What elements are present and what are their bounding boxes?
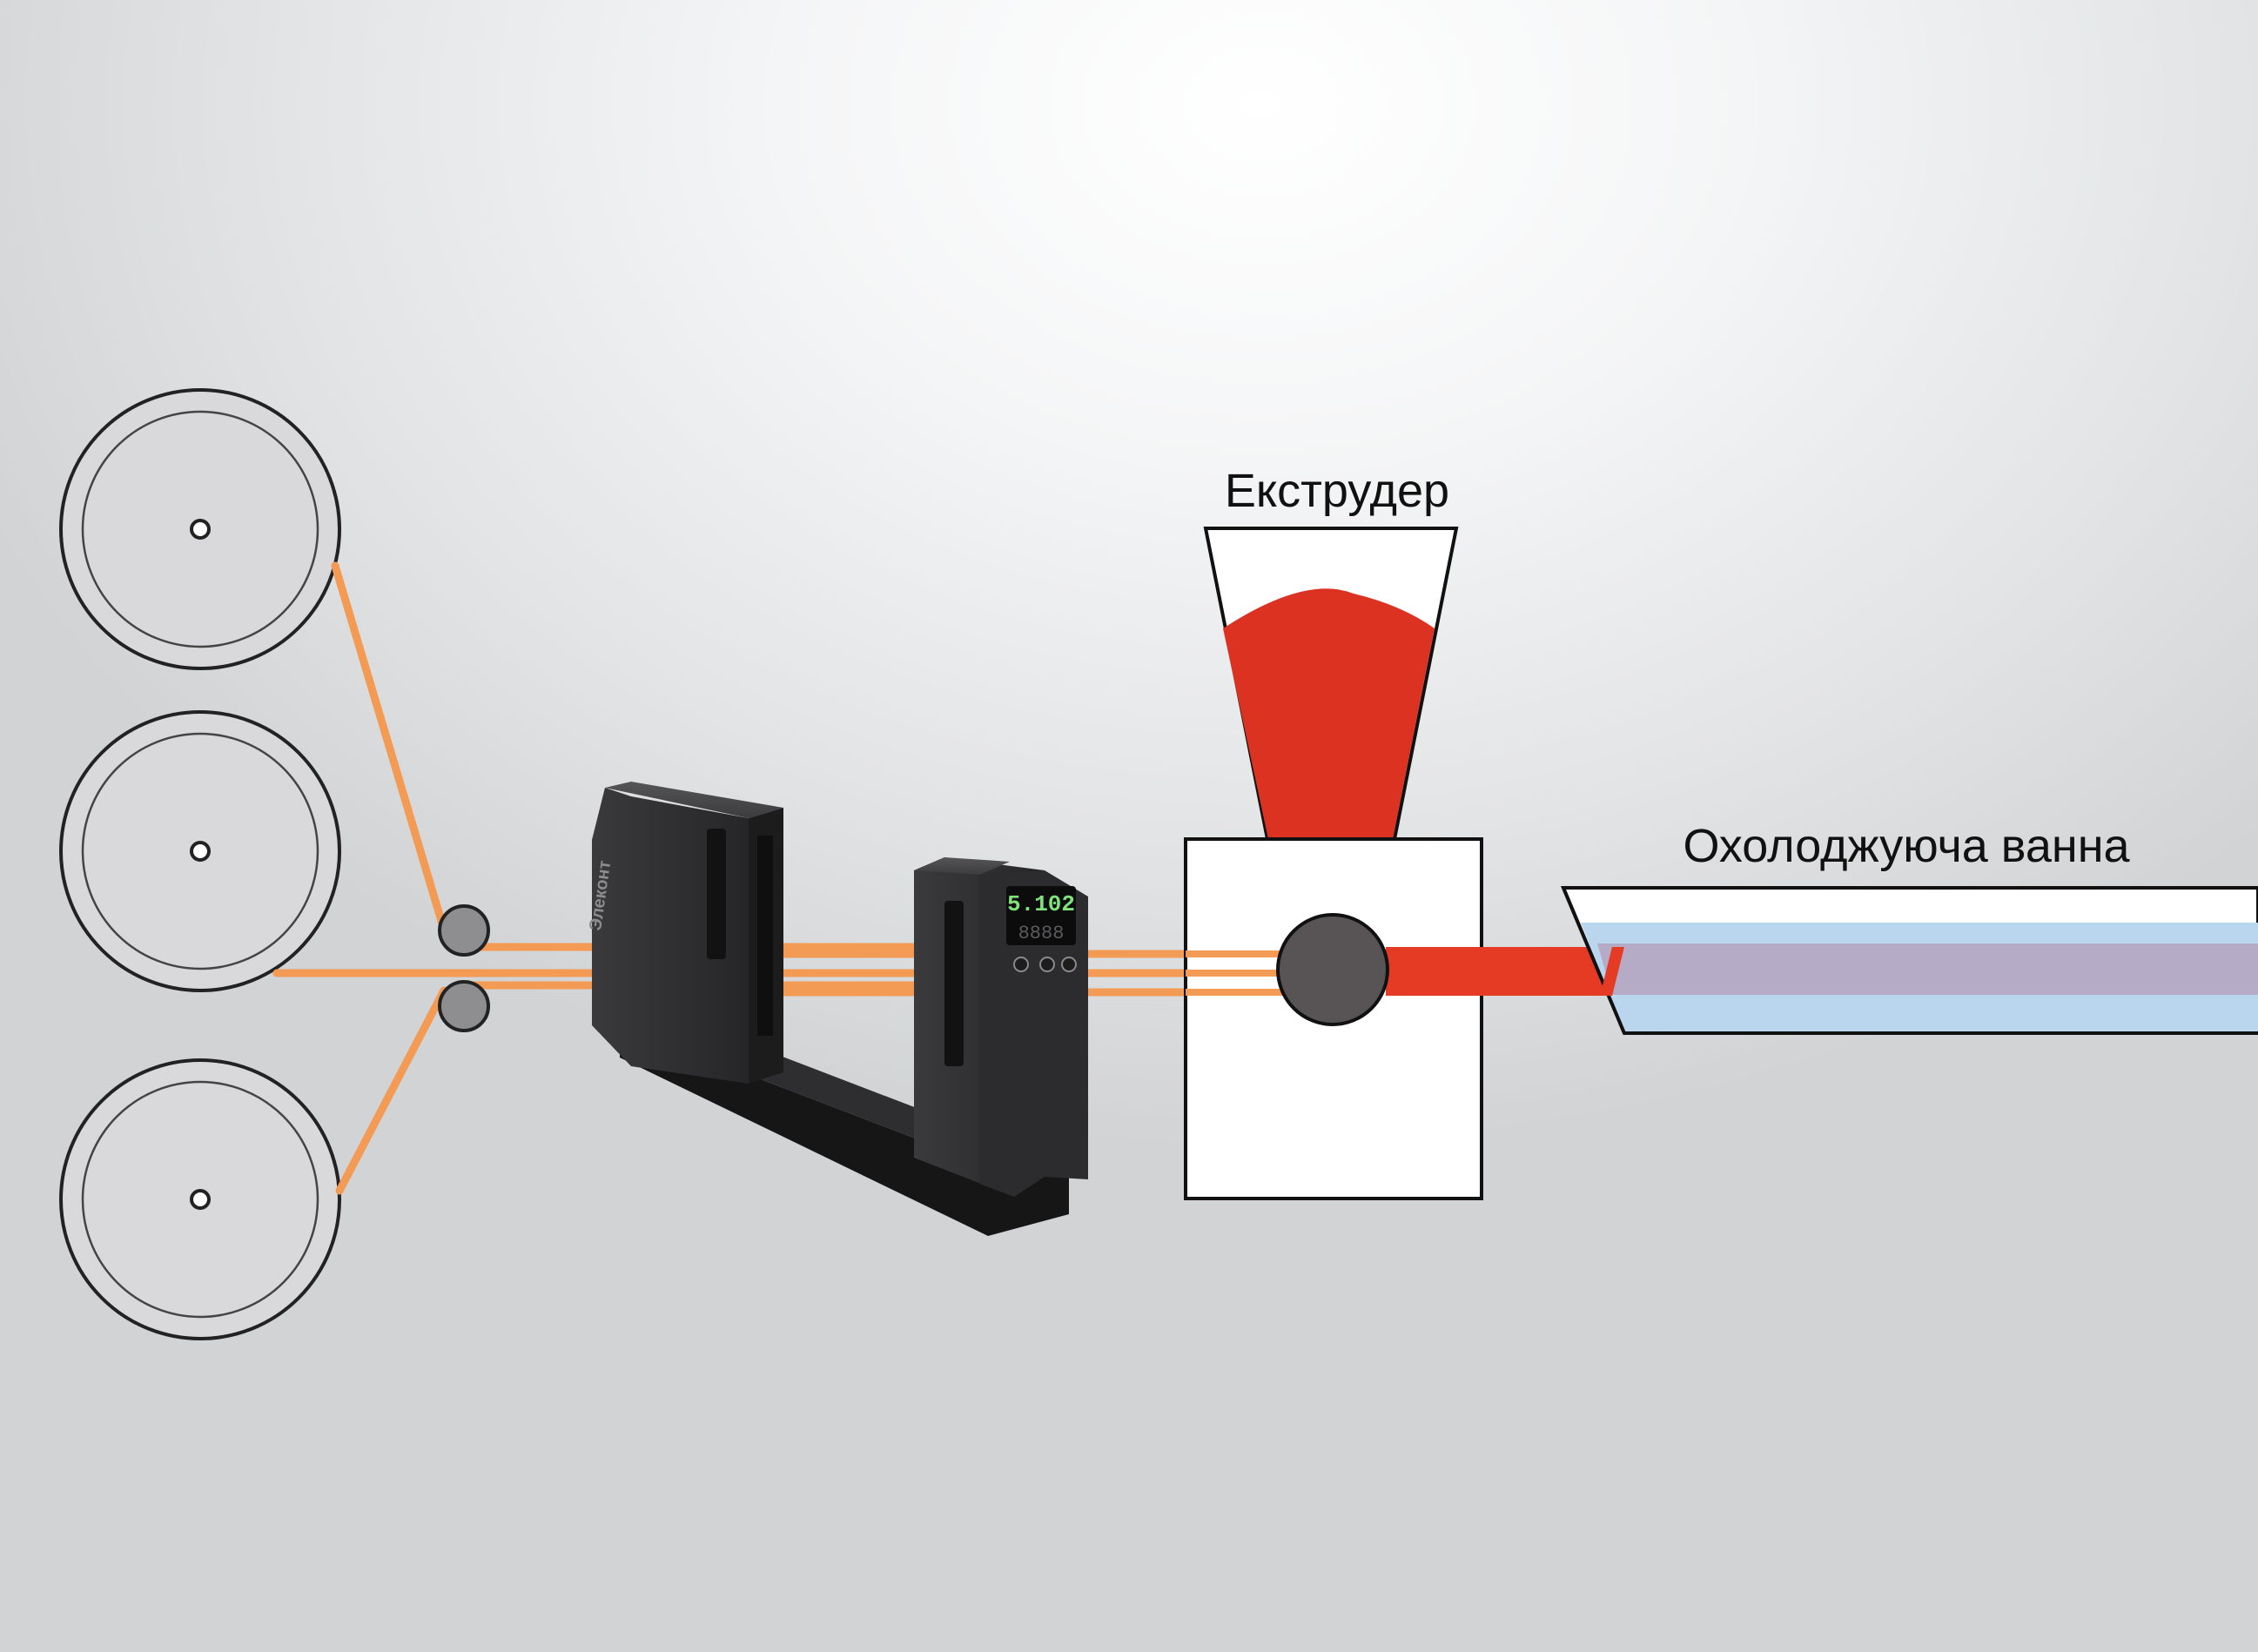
- gauge-display-bottom: 8888: [1018, 923, 1065, 944]
- insulated-cable-output: [1386, 947, 1612, 996]
- gauge-display-top: 5.102: [1007, 891, 1075, 917]
- gauge-button-1: [1013, 957, 1029, 972]
- supply-spool-bottom: [59, 1058, 341, 1340]
- supply-spool-top: [59, 388, 341, 670]
- guide-roller-bottom: [438, 980, 490, 1032]
- extruder-label: Екструдер: [1225, 465, 1449, 517]
- gauge-button-3: [1061, 957, 1077, 972]
- cooling-bath-label: Охолоджуюча ванна: [1683, 820, 2130, 872]
- gauge-display: [1006, 886, 1076, 945]
- gauge-button-2: [1039, 957, 1055, 972]
- extruder-hopper: [1203, 527, 1459, 841]
- wire-strands-through-gauge: [783, 950, 914, 997]
- wire-strands-in-extruder: [1186, 950, 1288, 996]
- supply-spool-middle: [59, 710, 341, 992]
- cooling-bath: [1560, 886, 2258, 1035]
- laser-diameter-gauge: Элеконт 5.102 8888: [586, 782, 1088, 1236]
- extrusion-die: [1276, 913, 1389, 1026]
- guide-roller-top: [438, 904, 490, 957]
